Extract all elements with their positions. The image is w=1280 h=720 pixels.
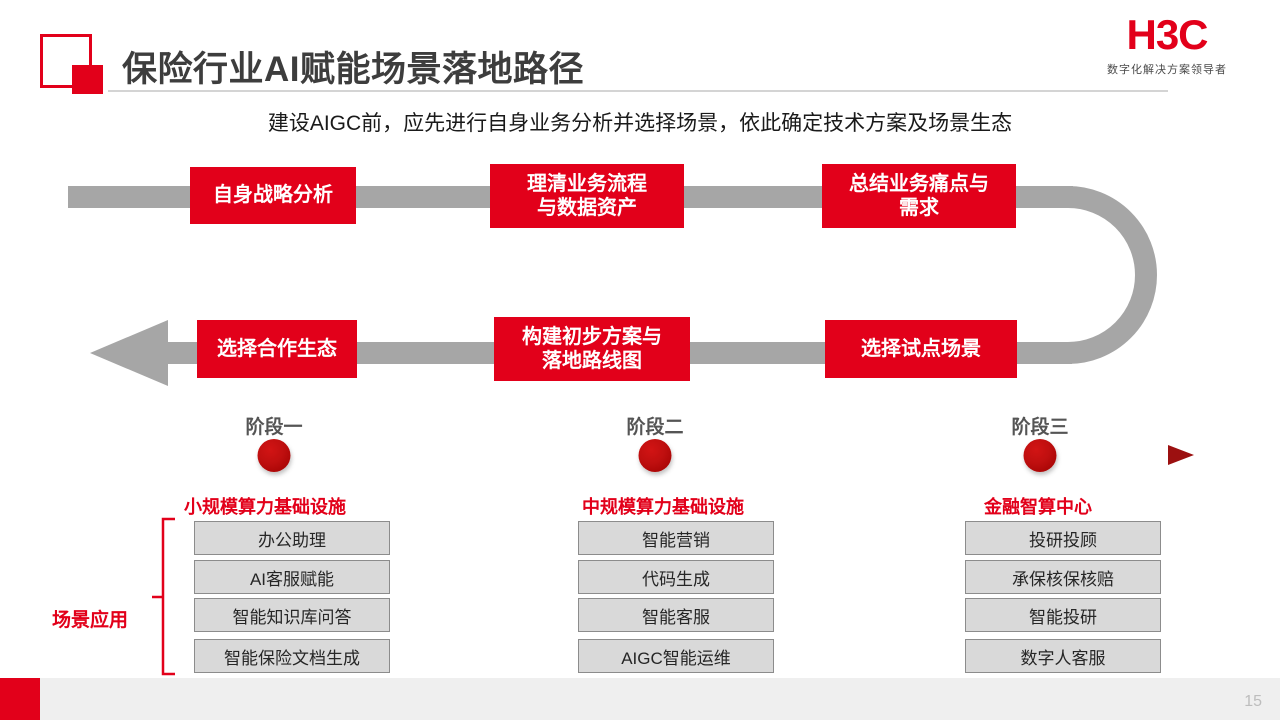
flow-box-label-line1: 总结业务痛点与 <box>849 172 989 195</box>
scene-box-label: 办公助理 <box>258 530 326 550</box>
scene-box-c3-r1: 投研投顾 <box>965 521 1161 555</box>
scene-box-label: AIGC智能运维 <box>621 648 731 668</box>
flow-box-row1-1: 自身战略分析 <box>190 167 356 224</box>
page-title: 保险行业AI赋能场景落地路径 <box>122 50 585 89</box>
column-title-2: 中规模算力基础设施 <box>582 497 744 517</box>
flow-box-row2-1: 选择合作生态 <box>197 320 357 378</box>
timeline-dot-1 <box>257 439 291 472</box>
scene-box-c2-r4: AIGC智能运维 <box>578 639 774 673</box>
scene-group-bracket <box>152 517 175 676</box>
flow-box-label-line1: 构建初步方案与 <box>522 325 662 348</box>
scene-box-label: 数字人客服 <box>1020 648 1106 668</box>
footer-bar <box>0 678 1280 720</box>
h3c-square-mark-fill-icon <box>72 65 103 94</box>
timeline-dot-2 <box>638 439 672 472</box>
flow-box-label: 自身战略分析 <box>213 184 333 207</box>
flow-box-label: 选择试点场景 <box>861 337 981 360</box>
scene-box-label: 智能投研 <box>1029 607 1097 627</box>
flow-box-row2-2: 构建初步方案与 落地路线图 <box>494 317 690 381</box>
scene-box-c1-r3: 智能知识库问答 <box>194 598 390 632</box>
column-title-1: 小规模算力基础设施 <box>184 497 346 517</box>
timeline-stage-label-2: 阶段二 <box>626 417 684 438</box>
scene-box-c3-r3: 智能投研 <box>965 598 1161 632</box>
scene-box-label: 智能知识库问答 <box>232 607 352 627</box>
flow-box-row1-2: 理清业务流程 与数据资产 <box>490 164 684 228</box>
timeline-dot-3 <box>1023 439 1057 472</box>
scene-box-c1-r4: 智能保险文档生成 <box>194 639 390 673</box>
flow-box-row1-3: 总结业务痛点与 需求 <box>822 164 1016 228</box>
timeline-stage-label-1: 阶段一 <box>245 417 303 438</box>
timeline-stage-label-3: 阶段三 <box>1011 417 1069 438</box>
scene-box-c3-r2: 承保核保核赔 <box>965 560 1161 594</box>
scene-box-label: 智能营销 <box>642 530 710 550</box>
h3c-square-mark-outline-icon <box>40 34 92 88</box>
scene-box-label: 代码生成 <box>642 569 710 589</box>
subtitle: 建设AIGC前，应先进行自身业务分析并选择场景，依此确定技术方案及场景生态 <box>267 112 1013 135</box>
scene-box-label: AI客服赋能 <box>249 569 335 589</box>
footer-accent-block <box>0 678 40 720</box>
scene-box-c1-r1: 办公助理 <box>194 521 390 555</box>
scene-group-label: 场景应用 <box>52 610 129 631</box>
flow-box-label-line2: 落地路线图 <box>542 350 642 372</box>
scene-box-c1-r2: AI客服赋能 <box>194 560 390 594</box>
scene-box-c2-r3: 智能客服 <box>578 598 774 632</box>
column-title-3: 金融智算中心 <box>984 497 1092 517</box>
h3c-logo-text: H3C <box>1126 11 1208 58</box>
scene-box-label: 投研投顾 <box>1029 530 1097 550</box>
brand-block: H3C 数字化解决方案领导者 <box>1082 14 1252 77</box>
flow-box-label-line2: 与数据资产 <box>537 197 637 219</box>
scene-box-c2-r2: 代码生成 <box>578 560 774 594</box>
flow-box-label-line1: 理清业务流程 <box>527 172 647 195</box>
page-number: 15 <box>1244 693 1262 710</box>
scene-box-label: 承保核保核赔 <box>1012 569 1114 589</box>
flow-box-label-line2: 需求 <box>899 197 939 219</box>
flow-box-label: 选择合作生态 <box>217 337 337 360</box>
scene-box-c3-r4: 数字人客服 <box>965 639 1161 673</box>
scene-box-c2-r1: 智能营销 <box>578 521 774 555</box>
scene-box-label: 智能保险文档生成 <box>224 648 360 668</box>
title-divider <box>108 90 1168 92</box>
scene-box-label: 智能客服 <box>642 607 710 627</box>
flow-box-row2-3: 选择试点场景 <box>825 320 1017 378</box>
brand-tagline: 数字化解决方案领导者 <box>1107 64 1227 76</box>
